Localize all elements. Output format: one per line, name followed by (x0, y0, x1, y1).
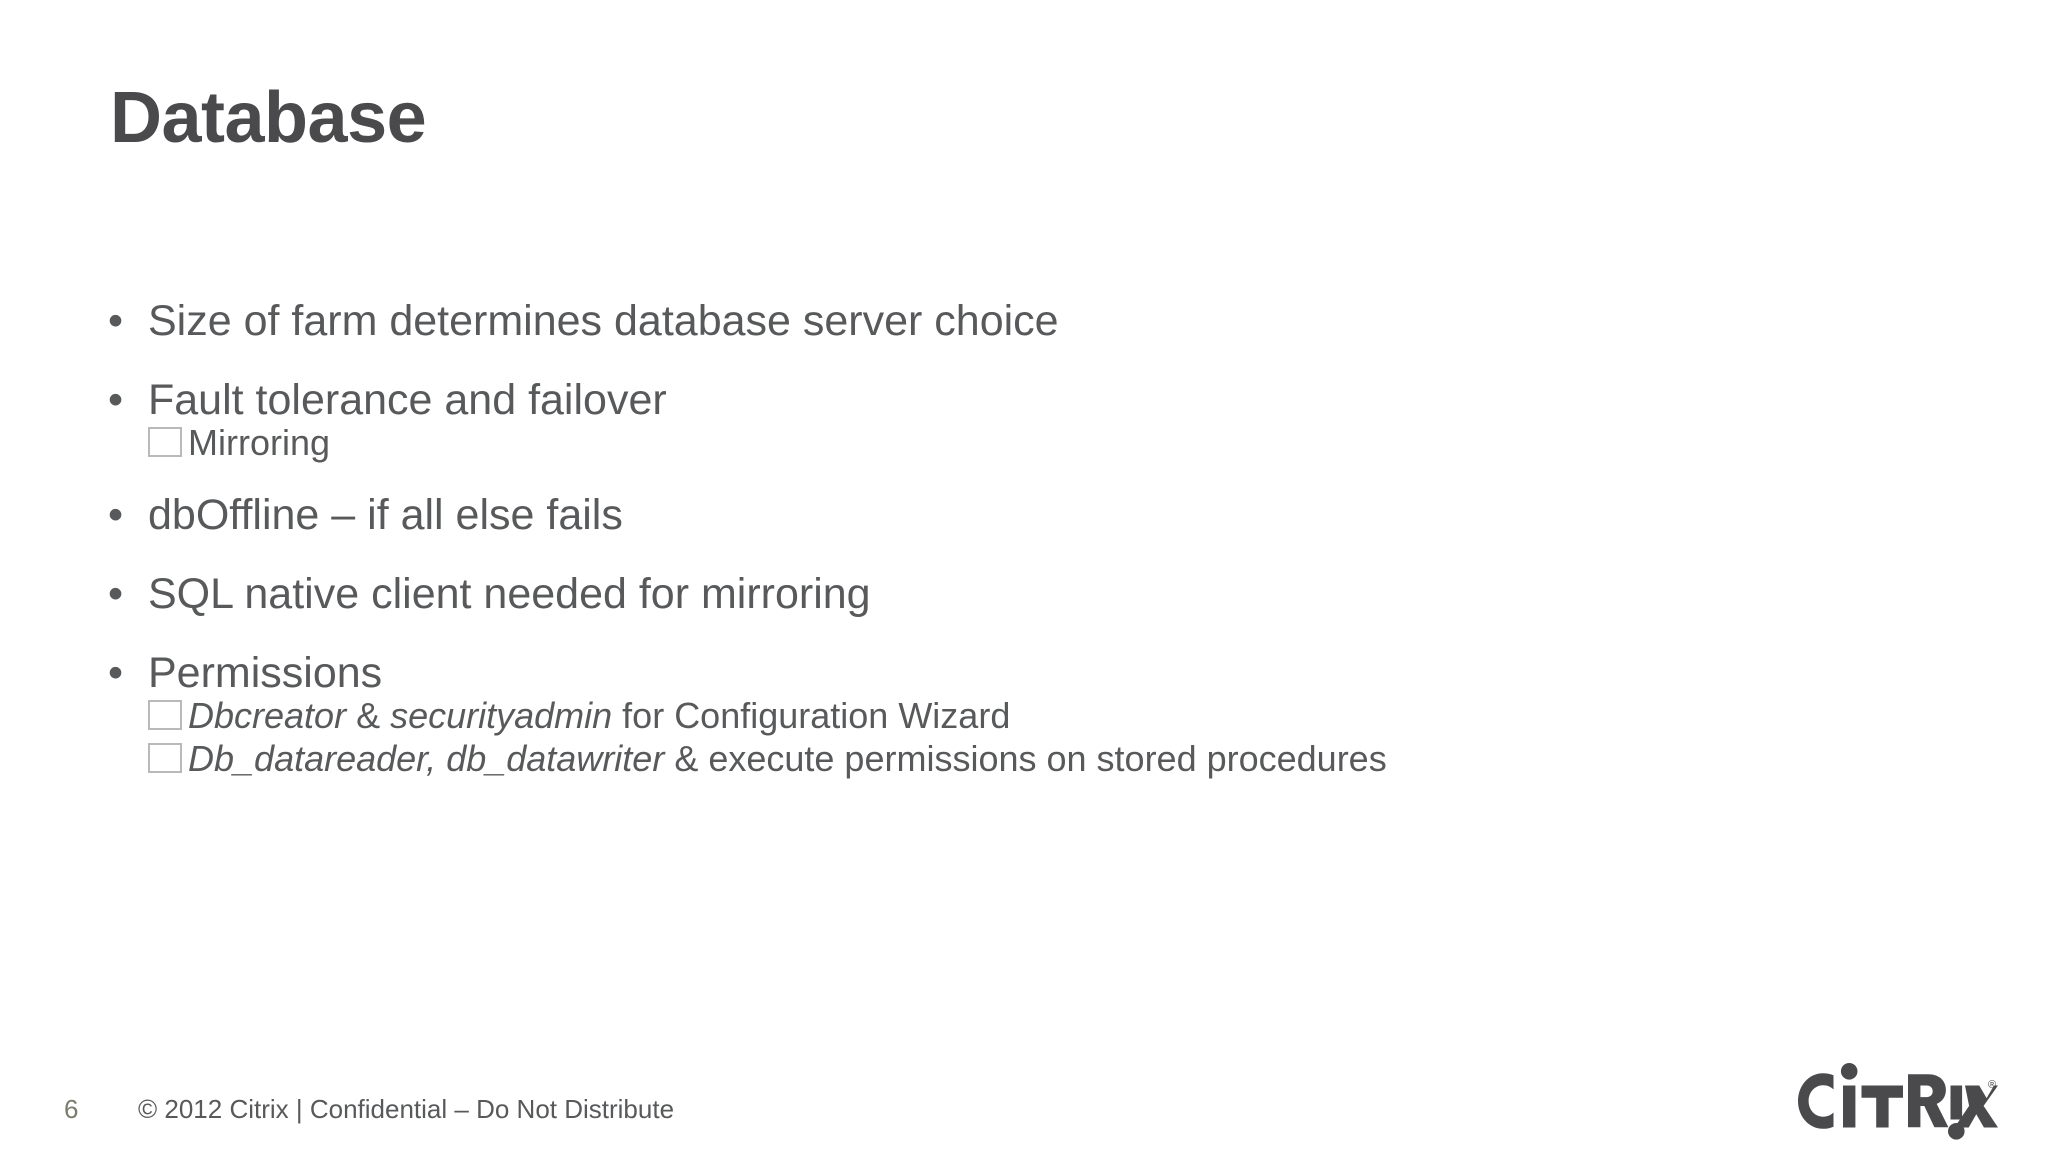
sub-bullet-list: Dbcreator & securityadmin for Configurat… (104, 695, 1934, 780)
sub-bullet-emphasis: Db_datareader, db_datawriter (188, 737, 665, 779)
sub-bullet-plain: for Configuration Wizard (612, 695, 1011, 737)
square-outline-icon (148, 427, 182, 457)
bullet-item-4: • Permissions (104, 652, 1934, 695)
square-outline-icon (148, 742, 182, 773)
citrix-logo-glyph: ® (1798, 1063, 1998, 1140)
bullet-item-label: SQL native client needed for mirroring (148, 570, 871, 619)
bullet-dot-icon: • (108, 376, 124, 424)
bullet-item-label: Permissions (148, 649, 383, 698)
bullet-list: • Size of farm determines database serve… (104, 300, 1934, 810)
sub-bullet-emphasis: securityadmin (390, 695, 613, 737)
sub-bullet-item: Dbcreator & securityadmin for Configurat… (104, 695, 1934, 737)
sub-bullet-label: Dbcreator & securityadmin for Configurat… (188, 695, 1934, 737)
bullet-item-2: • dbOffline – if all else fails (104, 494, 1934, 537)
bullet-dot-icon: • (108, 570, 124, 619)
registered-trademark-icon: ® (1988, 1079, 1996, 1091)
citrix-logo: ® (1798, 1062, 1998, 1140)
bullet-item-0: • Size of farm determines database serve… (104, 300, 1934, 343)
bullet-dot-icon: • (108, 491, 124, 540)
sub-bullet-plain: & execute permissions on stored procedur… (664, 737, 1387, 779)
sub-bullet-label: Db_datareader, db_datawriter & execute p… (188, 738, 1934, 780)
sub-bullet-label: Mirroring (188, 422, 331, 463)
page-number: 6 (64, 1094, 79, 1124)
sub-bullet-list: Mirroring (104, 422, 1934, 464)
sub-bullet-item: Db_datareader, db_datawriter & execute p… (104, 738, 1934, 780)
bullet-item-1: • Fault tolerance and failover (104, 379, 1934, 422)
bullet-dot-icon: • (108, 297, 124, 345)
bullet-item-label: dbOffline – if all else fails (148, 491, 623, 540)
square-outline-icon (148, 700, 182, 731)
sub-bullet-item: Mirroring (104, 422, 1934, 464)
bullet-item-3: • SQL native client needed for mirroring (104, 573, 1934, 616)
bullet-item-label: Fault tolerance and failover (148, 376, 667, 424)
bullet-item-label: Size of farm determines database server … (148, 297, 1059, 345)
sub-bullet-plain: & (346, 695, 391, 737)
page-title: Database (110, 78, 427, 158)
sub-bullet-emphasis: Dbcreator (188, 695, 347, 737)
footer-copyright-note: © 2012 Citrix | Confidential – Do Not Di… (138, 1094, 675, 1124)
bullet-dot-icon: • (108, 649, 124, 698)
